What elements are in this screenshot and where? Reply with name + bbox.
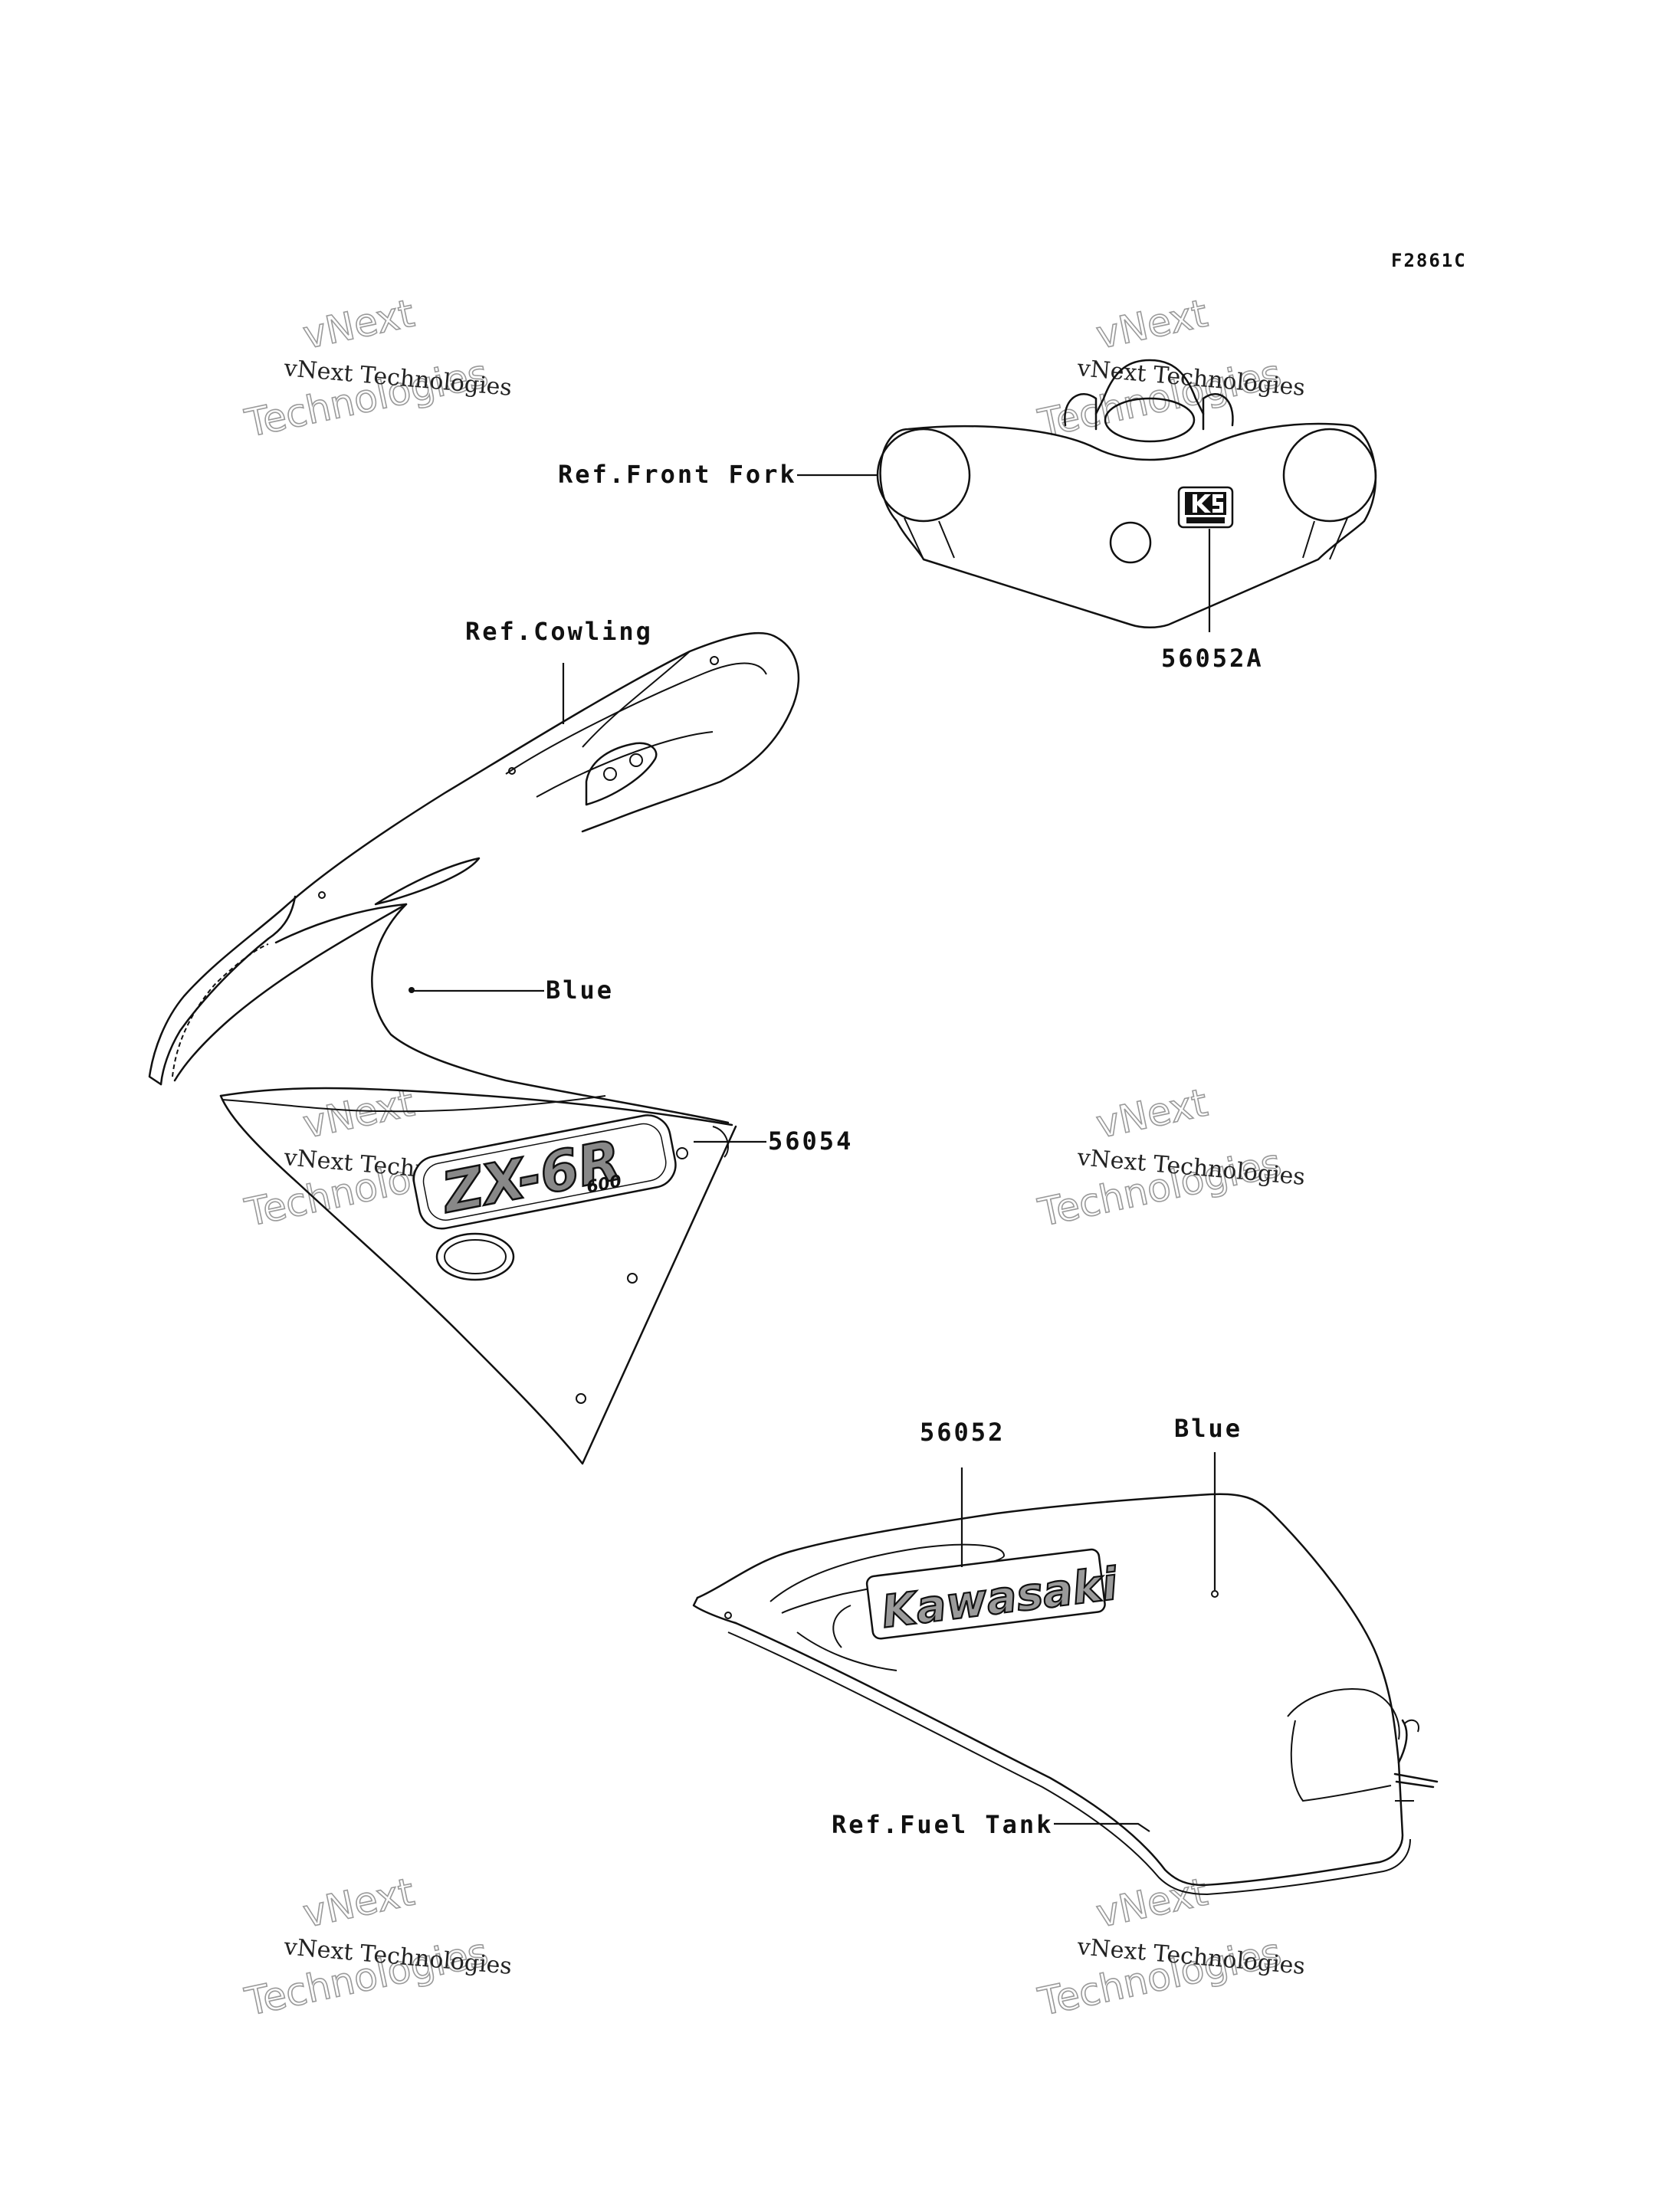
watermark-vnext-outline: vNext: [1092, 291, 1211, 358]
part-56052A-label: 56052A: [1161, 644, 1264, 673]
watermark-top-left: vNext Technologies vNext Technologies: [241, 290, 514, 447]
watermark-mid-right: vNext Technologies vNext Technologies: [1034, 1080, 1307, 1236]
zx6r-decal: ZX-6R 600: [412, 1114, 677, 1230]
watermark-vnext-outline: vNext: [299, 1870, 418, 1936]
kawasaki-tank-decal: Kawasaki: [865, 1548, 1122, 1640]
figure-id: F2861C: [1391, 250, 1467, 271]
cowling-label: Ref.Cowling: [465, 617, 653, 646]
part-56052-label: 56052: [920, 1418, 1005, 1447]
fuel-tank-leader: [1054, 1822, 1150, 1832]
watermark-bottom-right: vNext Technologies vNext Technologies: [1034, 1869, 1307, 2025]
cowling-drawing: [148, 631, 800, 1465]
kawasaki-k-badge: [1177, 486, 1234, 529]
watermark-bottom-left: vNext Technologies vNext Technologies: [241, 1869, 514, 2025]
blue-tank-label: Blue: [1174, 1414, 1242, 1443]
watermark-vnext-outline: vNext: [1092, 1870, 1211, 1936]
watermark-vnext-outline: vNext: [1092, 1080, 1211, 1147]
watermark-top-right: vNext Technologies vNext Technologies: [1034, 290, 1307, 447]
blue-cowling-label: Blue: [546, 976, 614, 1005]
part-56054-label: 56054: [768, 1126, 853, 1156]
fuel-tank-drawing: [692, 1493, 1439, 1896]
watermark-vnext-outline: vNext: [299, 291, 418, 358]
fuel-tank-label: Ref.Fuel Tank: [832, 1810, 1053, 1839]
front-fork-label: Ref.Front Fork: [558, 460, 797, 489]
